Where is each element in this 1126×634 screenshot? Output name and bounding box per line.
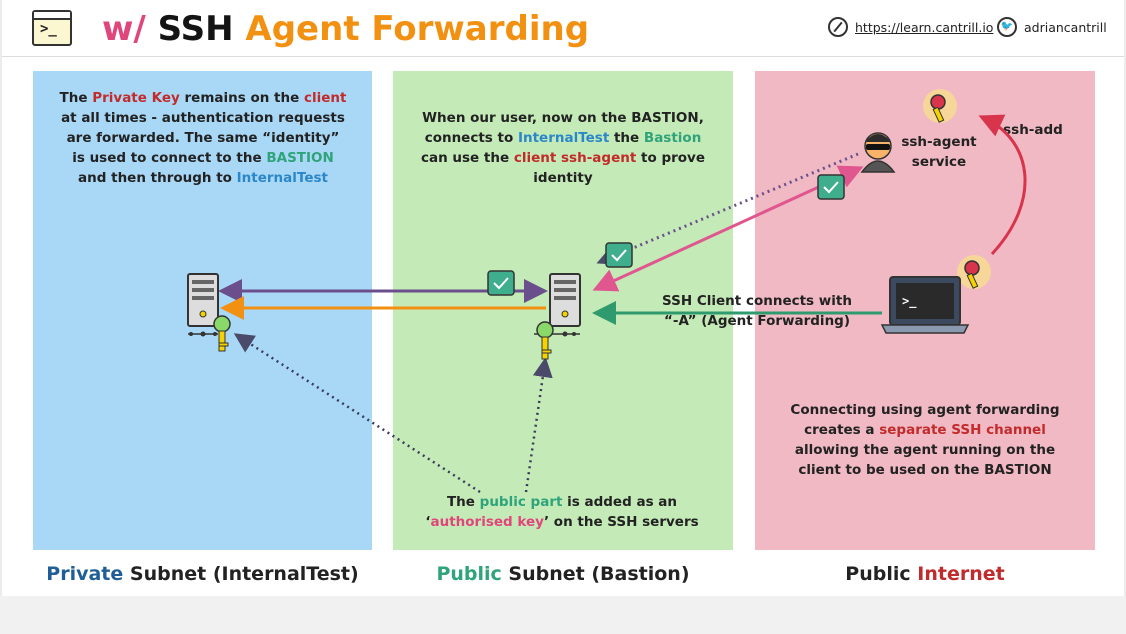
dotted-pointer-private — [233, 333, 481, 494]
title-part-1: w/ — [102, 9, 146, 49]
check-badge-icon-3 — [817, 174, 845, 200]
private-subnet-label: Private Subnet (InternalTest) — [46, 563, 359, 585]
private-key-description: The Private Key remains on the client at… — [59, 90, 347, 186]
private-key-icon — [213, 315, 231, 352]
public-key-description: The public part is added as an ‘authoris… — [425, 494, 699, 530]
website-link[interactable]: https://learn.cantrill.io — [855, 20, 994, 35]
bastion-key-icon — [536, 321, 554, 360]
diagram-canvas: >_ — [187, 89, 1027, 494]
public-internet-label: Public Internet — [845, 563, 1005, 585]
check-badge-icon-2 — [605, 242, 633, 268]
ssh-agent-service-label: ssh-agent service — [901, 134, 977, 170]
check-badge-icon-1 — [487, 270, 515, 296]
title-part-3: Agent Forwarding — [245, 9, 590, 49]
ssh-client-connect-label: SSH Client connects with “-A” (Agent For… — [662, 293, 852, 329]
header-divider — [2, 56, 1124, 57]
bastion-server-icon — [534, 273, 581, 337]
bottom-strip — [0, 596, 1126, 634]
ssh-add-label: ssh-add — [1003, 122, 1063, 138]
agent-key-badge-icon — [923, 89, 957, 123]
laptop-client-icon: >_ — [880, 276, 970, 334]
pink-double-arrow — [592, 165, 864, 292]
dotted-agent-arrow — [596, 152, 859, 266]
dotted-pointer-bastion — [524, 357, 553, 493]
ssh-add-arrow — [978, 114, 1027, 256]
terminal-logo-icon: >_ — [32, 10, 72, 46]
twitter-icon: 🐦 — [997, 17, 1017, 37]
bastion-description: When our user, now on the BASTION, conne… — [420, 110, 705, 186]
slide: >_ w/ SSH Agent Forwarding https://learn… — [2, 0, 1124, 596]
client-key-badge-icon — [957, 255, 991, 289]
internal-test-server-icon — [187, 273, 219, 337]
compass-icon — [828, 17, 848, 37]
title-part-2: SSH — [145, 9, 246, 49]
twitter-handle: adriancantrill — [1024, 20, 1107, 35]
page-title: w/ SSH Agent Forwarding — [102, 6, 589, 52]
agent-forwarding-description: Connecting using agent forwarding create… — [790, 402, 1060, 478]
public-subnet-label: Public Subnet (Bastion) — [436, 563, 690, 585]
ssh-agent-icon — [860, 132, 896, 173]
svg-text:>_: >_ — [902, 294, 917, 309]
